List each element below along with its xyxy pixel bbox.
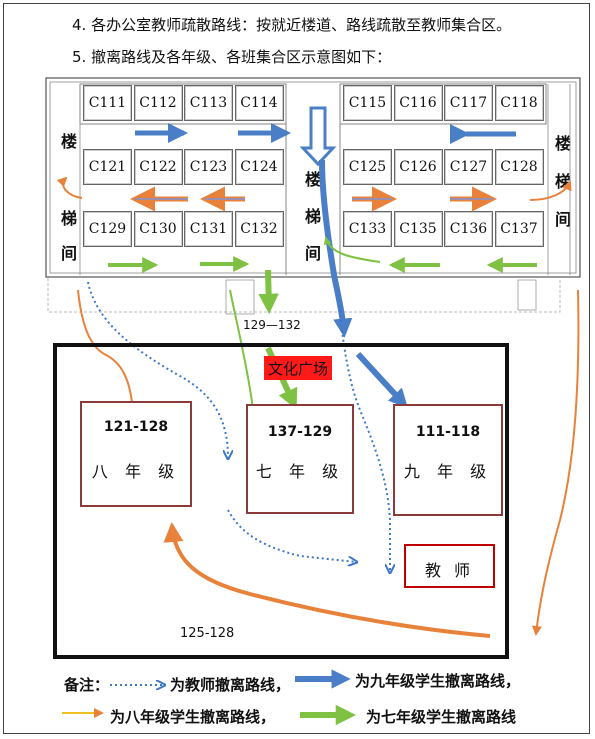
legend-grade7-route: 为七年级学生撤离路线 xyxy=(366,708,517,726)
classroom-c130: C130 xyxy=(133,211,183,247)
legend-grade8-route: 为八年级学生撤离路线， xyxy=(110,708,276,726)
grade9-zone-name: 九 年 级 xyxy=(403,462,493,481)
grade7-zone-name: 七 年 级 xyxy=(255,462,345,481)
legend-prefix: 备注： xyxy=(64,676,110,694)
classroom-c133: C133 xyxy=(343,211,392,247)
grade8-zone-name: 八 年 级 xyxy=(91,462,181,481)
classroom-c114: C114 xyxy=(234,85,284,121)
classroom-c125: C125 xyxy=(343,149,392,185)
grade7-zone-number: 137-129 xyxy=(267,424,333,440)
classroom-c123: C123 xyxy=(184,149,233,185)
grade9-zone: 111-118 九 年 级 xyxy=(393,404,503,516)
classroom-c129: C129 xyxy=(83,211,132,247)
classroom-c121: C121 xyxy=(83,149,132,185)
stair-right-char-2: 梯 xyxy=(554,172,571,191)
classroom-c132: C132 xyxy=(234,211,284,247)
classroom-c131: C131 xyxy=(184,211,233,247)
classroom-c122: C122 xyxy=(133,149,183,185)
grade9-zone-number: 111-118 xyxy=(415,424,481,440)
teacher-zone: 教 师 xyxy=(404,544,495,588)
classroom-c117: C117 xyxy=(444,85,493,121)
route-label-125-128: 125-128 xyxy=(180,626,235,641)
classroom-c124: C124 xyxy=(234,149,284,185)
classroom-c115: C115 xyxy=(343,85,392,121)
teacher-zone-name: 教 师 xyxy=(424,561,475,580)
stair-left-char-2: 梯 xyxy=(60,209,77,228)
classroom-c113: C113 xyxy=(184,85,233,121)
legend-grade9-route: 为九年级学生撤离路线， xyxy=(355,672,521,690)
grade8-zone: 121-128 八 年 级 xyxy=(80,401,192,507)
text-line-4: 4. 各办公室教师疏散路线：按就近楼道、路线疏散至教师集合区。 xyxy=(72,16,512,34)
stair-right-char-1: 楼 xyxy=(554,134,571,153)
classroom-c112: C112 xyxy=(133,85,183,121)
grade8-zone-number: 121-128 xyxy=(103,419,169,435)
stair-left-char-1: 楼 xyxy=(60,132,77,151)
classroom-c135: C135 xyxy=(393,211,443,247)
stair-center-char-3: 间 xyxy=(304,244,321,263)
stair-left-char-3: 间 xyxy=(60,244,77,263)
classroom-c136: C136 xyxy=(444,211,493,247)
classroom-c111: C111 xyxy=(83,85,132,121)
classroom-c127: C127 xyxy=(444,149,493,185)
route-label-129-132: 129—132 xyxy=(243,318,301,332)
stair-center-char-1: 楼 xyxy=(304,170,321,189)
grade7-zone: 137-129 七 年 级 xyxy=(246,404,354,514)
stair-right-char-3: 间 xyxy=(554,210,571,229)
text-line-5: 5. 撤离路线及各年级、各班集合区示意图如下： xyxy=(72,48,392,66)
classroom-c128: C128 xyxy=(494,149,544,185)
stair-center-char-2: 梯 xyxy=(304,207,321,226)
classroom-c118: C118 xyxy=(494,85,544,121)
classroom-c126: C126 xyxy=(393,149,443,185)
legend-teacher-route: 为教师撤离路线， xyxy=(170,676,291,694)
classroom-c116: C116 xyxy=(393,85,443,121)
page-frame xyxy=(3,3,590,734)
plaza-label: 文化广场 xyxy=(264,356,332,380)
classroom-c137: C137 xyxy=(494,211,544,247)
